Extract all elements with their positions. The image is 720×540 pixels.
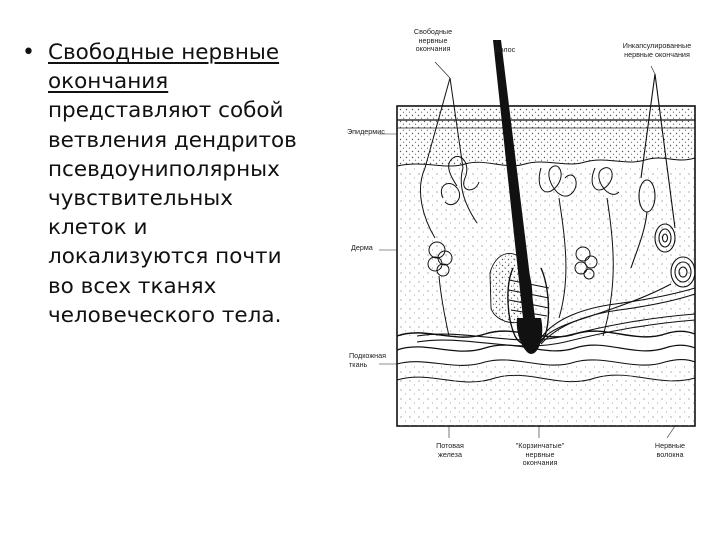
subcutaneous-wave [397,345,695,351]
body-line: клеток и [48,213,362,242]
label-root-endings: "Корзинчатые" нервные окончания [505,442,575,468]
body-line: локализуются почти [48,242,362,271]
label-epidermis: Эпидермис [347,128,399,137]
label-line: нервные окончания [607,51,707,60]
bullet-text-block: • Свободные нервные окончания представля… [22,38,362,330]
epidermis-layer [397,106,695,166]
label-subcutaneous: Подкожная ткань [349,352,395,369]
label-dermis: Дерма [351,244,391,253]
term-line-2: окончания [48,67,362,96]
label-line: окончания [403,45,463,54]
hair-bulb [517,318,543,354]
label-line: железа [425,451,475,460]
label-free-endings: Свободные нервные окончания [403,28,463,54]
skin-section-illustration [345,18,715,488]
label-line: волокна [645,451,695,460]
label-encapsulated: Инкапсулированные нервные окончания [607,42,707,59]
body-line: псевдоуниполярных [48,155,362,184]
body-line: человеческого тела. [48,301,362,330]
bullet-marker: • [22,38,35,67]
label-line: ткань [349,361,395,370]
subcutaneous-fill [397,366,695,426]
body-line: чувствительных [48,184,362,213]
bullet-body: Свободные нервные окончания представляют… [48,38,362,330]
body-line: ветвления дендритов [48,126,362,155]
term-line-1: Свободные нервные [48,38,362,67]
label-hair: Волос [485,46,525,55]
subcutaneous-wave [397,360,695,366]
label-nerve-fibers: Нервные волокна [645,442,695,459]
body-line: представляют собой [48,96,362,125]
label-line: окончания [505,459,575,468]
body-line: во всех тканях [48,272,362,301]
label-sweat-gland: Потовая железа [425,442,475,459]
skin-diagram: Свободные нервные окончания Волос Инкапс… [345,18,715,488]
